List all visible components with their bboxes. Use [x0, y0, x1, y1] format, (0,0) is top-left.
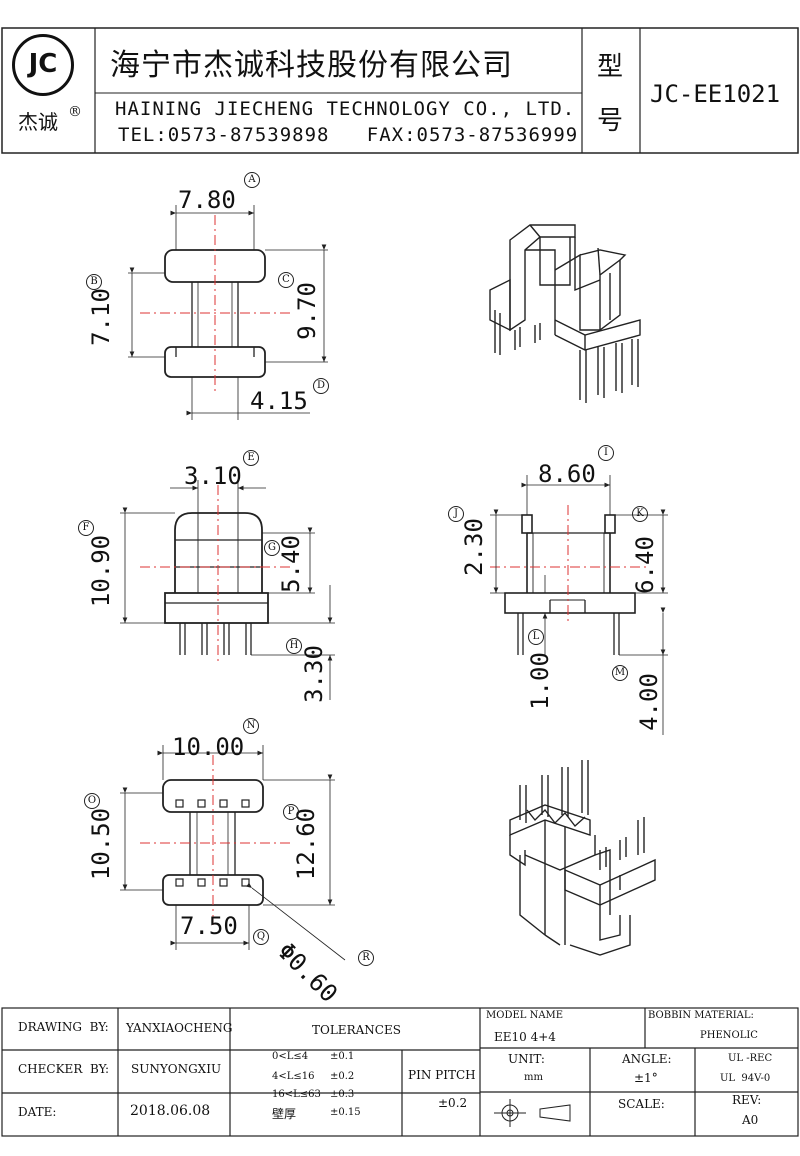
drawing-by-label: DRAWING BY: [18, 1020, 109, 1034]
dim-m-mark: M [612, 665, 628, 681]
dim-o-value: 10.50 [87, 807, 116, 881]
top-view [128, 205, 328, 420]
dim-e-mark: E [243, 450, 259, 466]
company-name-cn: 海宁市杰诚科技股份有限公司 [110, 48, 513, 83]
dim-q-mark: Q [253, 929, 269, 945]
dim-h-value: 3.30 [299, 645, 328, 703]
angle-label: ANGLE: [622, 1052, 672, 1066]
dim-q-value: 7.50 [180, 912, 238, 940]
tolerances-label: TOLERANCES [312, 1023, 401, 1037]
angle-value: ±1° [634, 1071, 658, 1085]
logo-text: 杰诚 [18, 110, 58, 134]
date-label: DATE: [18, 1105, 57, 1119]
model-label-2: 号 [597, 106, 624, 136]
title-block-frame [1, 1007, 799, 1137]
drawing-area [120, 205, 668, 961]
dim-c-value: 9.70 [292, 282, 321, 340]
material-value: PHENOLIC [700, 1030, 758, 1041]
tol-1-range: 0<L≤4 [272, 1051, 309, 1062]
dim-a-value: 7.80 [178, 186, 236, 214]
dim-f-mark: F [78, 520, 94, 536]
company-contact: TEL:0573-87539898 FAX:0573-87536999 [118, 124, 579, 146]
company-logo: JC [12, 34, 74, 96]
dim-d-value: 4.15 [250, 387, 308, 415]
rev-value: A0 [742, 1113, 759, 1127]
dim-l-mark: L [528, 629, 544, 645]
rev-label: REV: [732, 1093, 762, 1107]
dim-l-value: 1.00 [525, 652, 554, 710]
unit-value: mm [524, 1072, 543, 1083]
dim-p-mark: P [283, 804, 299, 820]
dim-j-mark: J [448, 506, 464, 522]
dim-h-mark: H [286, 638, 302, 654]
unit-label: UNIT: [508, 1052, 545, 1066]
dim-c-mark: C [278, 272, 294, 288]
tol-4-value: ±0.15 [330, 1107, 361, 1118]
dim-b-value: 7.10 [86, 288, 115, 346]
projection-symbol [494, 1099, 571, 1127]
date-value: 2018.06.08 [130, 1103, 211, 1119]
model-name-value: EE10 4+4 [494, 1030, 556, 1044]
ul-94v0: UL 94V-0 [720, 1073, 771, 1084]
material-label: BOBBIN MATERIAL: [648, 1010, 754, 1021]
ul-rec: UL -REC [728, 1053, 773, 1064]
dim-e-value: 3.10 [184, 462, 242, 490]
dim-d-mark: D [313, 378, 329, 394]
company-name-en: HAINING JIECHENG TECHNOLOGY CO., LTD. [115, 98, 576, 120]
dim-n-value: 10.00 [172, 733, 245, 761]
dim-o-mark: O [84, 793, 100, 809]
bottom-view [120, 745, 346, 961]
dim-k-mark: K [632, 506, 648, 522]
tol-1-value: ±0.1 [330, 1051, 355, 1062]
dim-b-mark: B [86, 274, 102, 290]
header: JC 杰诚 ® 海宁市杰诚科技股份有限公司 HAINING JIECHENG T… [0, 0, 800, 155]
dim-g-mark: G [264, 540, 280, 556]
dim-i-mark: I [598, 445, 614, 461]
tol-2-value: ±0.2 [330, 1071, 355, 1082]
dim-n-mark: N [243, 718, 259, 734]
tol-4-range: 壁厚 [272, 1107, 297, 1121]
model-label-1: 型 [597, 52, 624, 82]
front-view [120, 480, 335, 700]
dim-m-value: 4.00 [634, 673, 663, 731]
dim-r-mark: R [358, 950, 374, 966]
logo-mark: JC [28, 49, 58, 79]
tol-2-range: 4<L≤16 [272, 1071, 315, 1082]
checker-by-value: SUNYONGXIU [131, 1062, 222, 1076]
dim-f-value: 10.90 [87, 534, 116, 608]
tol-3-value: ±0.3 [330, 1089, 355, 1100]
registered-mark: ® [68, 104, 82, 120]
pin-pitch-label: PIN PITCH [408, 1068, 476, 1082]
checker-by-label: CHECKER BY: [18, 1062, 110, 1076]
drawing-by-value: YANXIAOCHENG [126, 1021, 233, 1035]
model-name-label: MODEL NAME [486, 1010, 564, 1021]
dim-a-mark: A [244, 172, 260, 188]
isometric-view-top [489, 224, 641, 403]
side-view [490, 475, 668, 735]
isometric-view-bottom [509, 760, 656, 956]
tol-3-range: 16<L≤63 [272, 1089, 321, 1100]
dim-p-value: 12.60 [292, 807, 321, 881]
dim-i-value: 8.60 [538, 460, 596, 488]
dim-g-value: 5.40 [276, 535, 305, 593]
header-frame [1, 27, 799, 154]
model-number: JC-EE1021 [650, 80, 781, 108]
scale-label: SCALE: [618, 1097, 665, 1111]
dim-j-value: 2.30 [459, 518, 488, 576]
dim-k-value: 6.40 [630, 536, 659, 594]
pin-pitch-value: ±0.2 [438, 1096, 468, 1110]
